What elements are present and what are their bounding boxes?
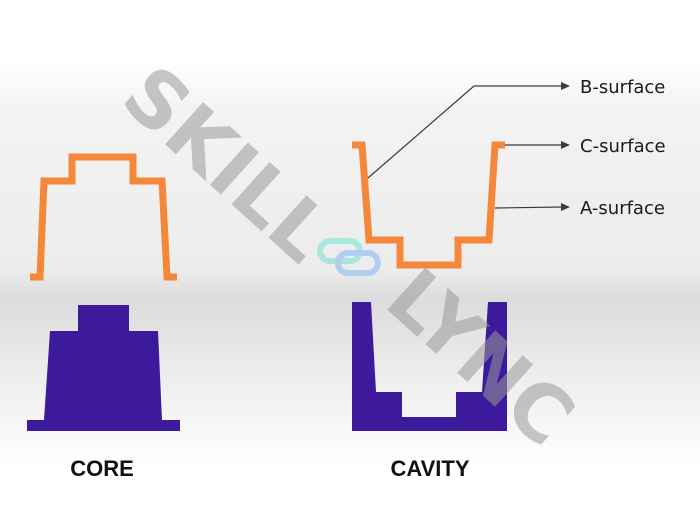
c-surface-label: C-surface xyxy=(580,136,666,157)
b-surface-arrowhead-icon xyxy=(561,82,570,90)
callout-leaders xyxy=(367,82,570,211)
watermark-word-skill: SKILL xyxy=(105,49,347,280)
chain-link-logo-icon xyxy=(317,238,381,276)
skill-lync-watermark: SKILL LYNC xyxy=(105,49,590,464)
cavity-solid-part xyxy=(352,302,507,431)
cavity-profile-outline xyxy=(352,141,505,269)
cavity-caption: CAVITY xyxy=(390,456,469,481)
c-surface-arrowhead-icon xyxy=(561,141,570,149)
core-caption: CORE xyxy=(70,456,134,481)
b-surface-label: B-surface xyxy=(580,77,665,98)
core-profile-outline xyxy=(30,153,177,281)
watermark-word-lync: LYNC xyxy=(369,252,590,464)
a-surface-leader-line xyxy=(494,206,563,209)
a-surface-arrowhead-icon xyxy=(561,203,570,211)
core-solid-part xyxy=(27,305,180,431)
a-surface-label: A-surface xyxy=(580,198,665,219)
b-surface-leader-line xyxy=(367,85,475,179)
